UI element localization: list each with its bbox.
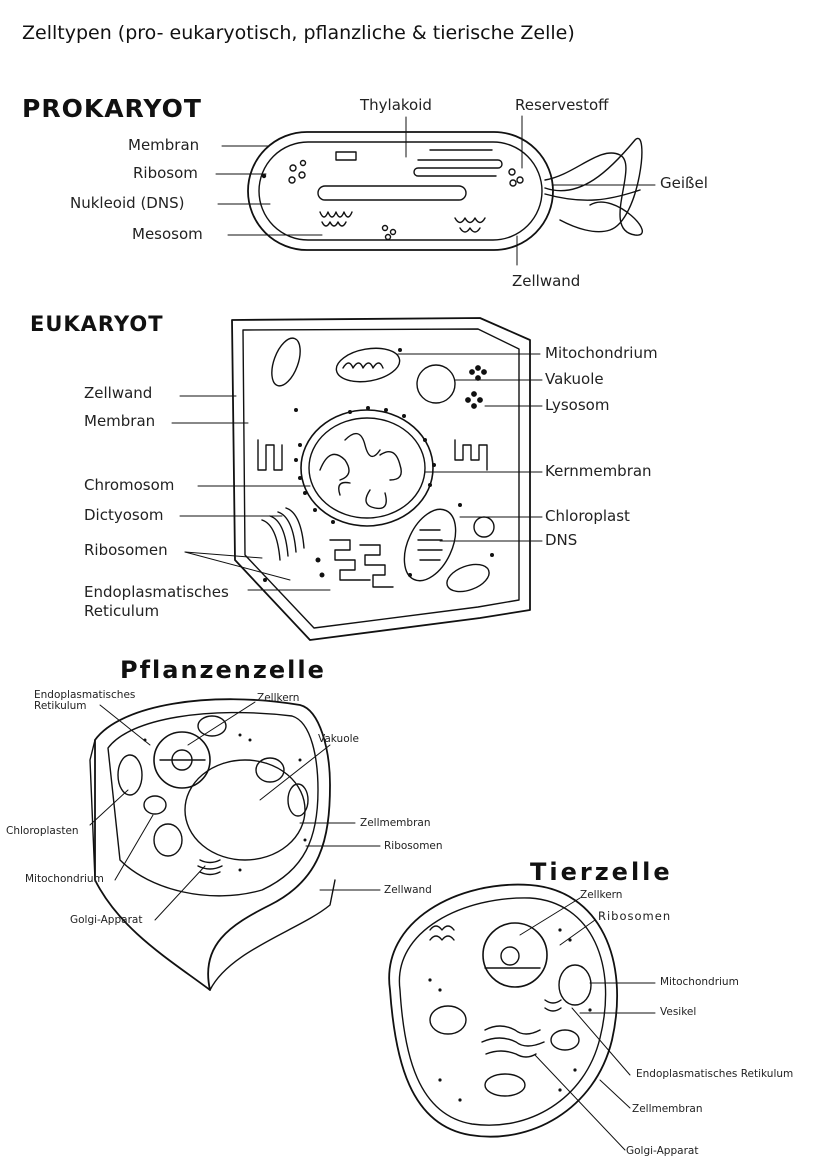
tierzelle-heading: Tierzelle [530, 858, 673, 886]
label-pflanze-ribosomen: Ribosomen [384, 840, 443, 852]
label-tier-zellmembran: Zellmembran [632, 1103, 703, 1115]
eukaryote-membrane [242, 328, 520, 629]
plant-cell-membrane [107, 711, 319, 897]
prokaryote-thylakoid [413, 149, 503, 177]
eukaryote-nucleus-inner [308, 417, 426, 519]
label-prokaryot-ribosom: Ribosom [133, 164, 198, 182]
animal-ribosome-dots [428, 928, 592, 1102]
animal-nucleolus [500, 946, 520, 966]
label-tier-vesikel: Vesikel [660, 1006, 697, 1018]
eukaryote-lysosom [465, 365, 487, 409]
eukaryot-heading: EUKARYOT [30, 312, 164, 336]
pflanzenzelle-heading: Pflanzenzelle [120, 656, 326, 684]
label-eukaryot-dns: DNS [545, 531, 578, 549]
plant-wall-flap [209, 879, 336, 991]
prokaryote-drawing [247, 131, 643, 251]
plant-cell-drawing [89, 698, 336, 991]
eukaryote-mitochondrium-1-cristae [342, 362, 384, 369]
page-title: Zelltypen (pro- eukaryotisch, pflanzlich… [22, 22, 575, 44]
label-prokaryot-nukleoid: Nukleoid (DNS) [70, 194, 185, 212]
label-tier-er: Endoplasmatisches Retikulum [636, 1068, 794, 1080]
label-pflanze-mitochondrium: Mitochondrium [25, 873, 104, 885]
animal-cell-drawing [388, 883, 619, 1138]
label-eukaryot-membran: Membran [84, 412, 156, 430]
label-prokaryot-geissel: Geißel [660, 174, 708, 192]
plant-chloroplast-2 [153, 823, 183, 857]
prokaryote-membrane [258, 141, 543, 241]
label-tier-golgi: Golgi-Apparat [626, 1145, 699, 1157]
animal-er [429, 925, 562, 1012]
plant-chloroplast-3 [255, 757, 285, 783]
label-eukaryot-kernmembran: Kernmembran [545, 462, 652, 480]
label-eukaryot-er: Endoplasmatisches Reticulum [84, 583, 229, 620]
leader-lines [89, 115, 656, 1151]
label-tier-ribosomen: Ribosomen [598, 909, 672, 923]
label-eukaryot-ribosomen: Ribosomen [84, 541, 168, 559]
label-pflanze-chloroplasten: Chloroplasten [6, 825, 79, 837]
animal-cell-membrane-inner [398, 897, 607, 1126]
label-prokaryot-mesosom: Mesosom [132, 225, 203, 243]
eukaryote-small-vacuole [473, 516, 495, 538]
prokaryote-mesosom-2 [454, 217, 486, 233]
plant-cell-wall [94, 698, 331, 991]
eukaryote-chloroplast-grana [417, 529, 443, 561]
label-pflanze-zellwand: Zellwand [384, 884, 432, 896]
label-prokaryot-reservestoff: Reservestoff [515, 96, 609, 114]
plant-nucleus [153, 731, 211, 789]
prokaryote-ribosomes [261, 159, 524, 241]
label-tier-mitochondrium: Mitochondrium [660, 976, 739, 988]
eukaryote-chloroplast [403, 508, 457, 582]
eukaryote-mitochondrium-2 [446, 563, 490, 593]
prokaryote-mesosom [319, 211, 353, 227]
prokaryote-nucleoid [317, 185, 467, 201]
eukaryote-dictyosom [261, 507, 305, 561]
label-pflanze-zellmembran: Zellmembran [360, 817, 431, 829]
label-pflanze-vakuole: Vakuole [318, 733, 360, 745]
eukaryote-er [329, 439, 488, 588]
eukaryote-nucleus [300, 409, 434, 527]
animal-mitochondrium-2 [429, 1005, 467, 1035]
plant-mitochondrium [143, 795, 167, 815]
label-eukaryot-chloroplast: Chloroplast [545, 507, 630, 525]
label-eukaryot-chromosom: Chromosom [84, 476, 175, 494]
plant-chloroplast-4 [287, 783, 309, 817]
label-eukaryot-vakuole: Vakuole [545, 370, 604, 388]
eukaryote-mitochondrium-1 [335, 347, 401, 383]
prokaryote-cap-left [335, 151, 357, 161]
animal-mitochondrium-3 [550, 1029, 580, 1051]
label-eukaryot-dictyosom: Dictyosom [84, 506, 164, 524]
prokaryot-heading: PROKARYOT [22, 94, 202, 123]
label-prokaryot-thylakoid: Thylakoid [360, 96, 432, 114]
label-pflanze-er: Endoplasmatisches Retikulum [34, 689, 136, 713]
label-eukaryot-zellwand: Zellwand [84, 384, 153, 402]
label-prokaryot-zellwand: Zellwand [512, 272, 581, 290]
label-eukaryot-lysosom: Lysosom [545, 396, 610, 414]
animal-golgi [481, 1025, 545, 1058]
eukaryote-er-left [257, 439, 283, 471]
animal-mitochondrium-1 [558, 964, 592, 1006]
eukaryote-chromosomes [319, 432, 402, 510]
eukaryote-mitochondrium-3 [271, 337, 301, 387]
label-tier-zellkern: Zellkern [580, 889, 623, 901]
animal-cell-membrane [388, 883, 619, 1138]
eukaryote-vacuole [416, 364, 456, 404]
eukaryote-cell-wall [231, 317, 531, 641]
plant-chloroplast-1 [117, 754, 143, 796]
animal-nucleus [482, 922, 548, 988]
plant-golgi [197, 859, 223, 876]
plant-ribosome-dots [143, 733, 307, 872]
label-pflanze-zellkern: Zellkern [257, 692, 300, 704]
prokaryote-cell-wall [247, 131, 554, 251]
label-pflanze-golgi: Golgi-Apparat [70, 914, 143, 926]
label-eukaryot-mitochondrium: Mitochondrium [545, 344, 658, 362]
prokaryote-flagellum [544, 137, 643, 236]
eukaryote-ribosome-dots [263, 348, 494, 582]
plant-wall-flap-left [89, 739, 96, 881]
animal-vesicle-large [484, 1073, 526, 1097]
plant-vacuole [184, 759, 306, 861]
plant-chloroplast-5 [197, 715, 227, 737]
label-prokaryot-membran: Membran [128, 136, 200, 154]
eukaryote-drawing [231, 317, 531, 641]
